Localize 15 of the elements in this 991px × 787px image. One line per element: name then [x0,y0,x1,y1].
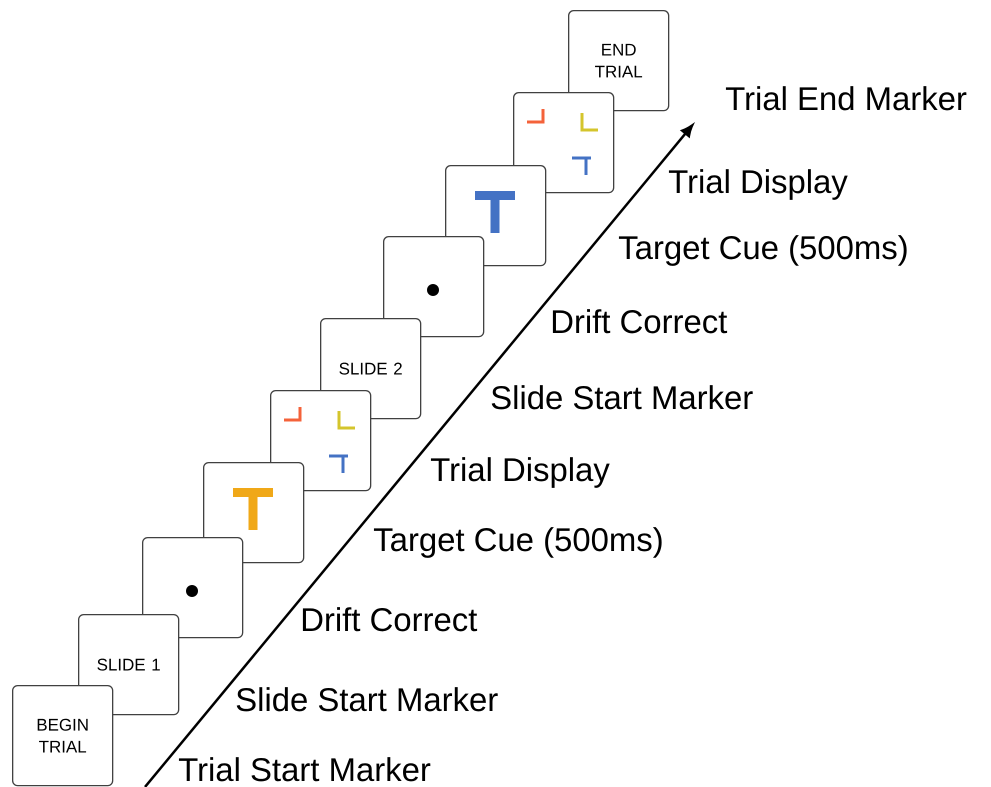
event-label: Drift Correct [302,607,478,632]
event-label: Trial Display [668,169,848,200]
event-label: Drift Correct [552,309,728,334]
event-label: Target Cue (500ms) [374,527,662,558]
slide-box: BEGIN TRIAL [12,684,114,786]
slide-box [383,236,484,338]
slide-box: SLIDE 1 [78,614,180,716]
event-label: Trial Display [430,457,610,488]
event-label: Slide Start Marker [236,687,498,712]
slide-box: END TRIAL [568,10,670,112]
event-label: Slide Start Marker [492,385,753,410]
event-label: Trial Start Marker [178,757,430,782]
event-label: Trial End Marker [726,86,966,110]
slide-box [142,536,244,638]
event-label: Target Cue (500ms) [618,235,907,266]
